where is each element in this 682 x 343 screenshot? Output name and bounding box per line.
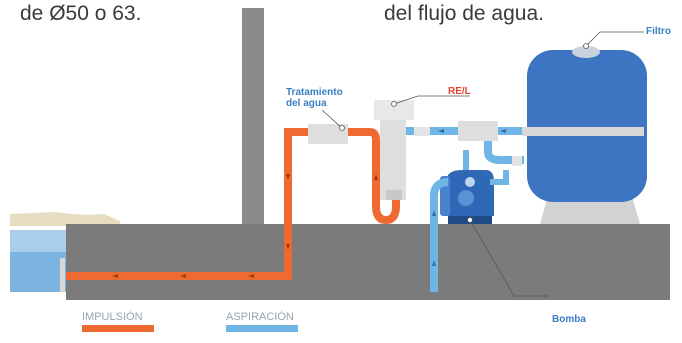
flow-arrow [438,129,444,133]
flow-arrow [286,174,290,180]
suction-pipe-vertical [430,178,449,292]
pool-water-surface [10,230,66,252]
suction-pipe-filter-loop [484,136,524,164]
pool-wall [60,258,65,292]
suction-pipe-filter-to-pump [490,170,509,185]
filter-lid [572,46,600,58]
wall-column [242,8,264,226]
leader-dot-tratamiento [339,125,345,131]
legend-aspiracion-swatch [226,325,298,332]
impulsion-pipe [66,128,400,280]
ground-slab [66,224,670,300]
label-bomba: Bomba [552,314,586,325]
flow-arrow [248,274,254,278]
pool-deck [10,212,120,226]
legend-aspiracion-label: ASPIRACIÓN [226,311,294,323]
pump-gauge [465,177,475,187]
caption-left: de Ø50 o 63. [20,2,142,25]
filter-tank [527,50,647,202]
leader-dot-bomba [467,217,473,223]
leader-filtro [585,31,644,47]
flow-arrow [286,244,290,250]
flow-arrow [374,174,378,180]
label-tratamiento-line2: del agua [286,98,327,109]
flow-arrow [500,129,506,133]
label-tratamiento-line1: Tratamiento [286,87,343,98]
filter-stand [540,196,640,224]
filter-outlet [522,127,644,136]
rel-connector [414,127,430,136]
caption-right: del flujo de agua. [384,2,544,25]
flow-arrows [112,129,506,278]
valve-block [458,121,498,141]
leader-dot-rel [391,101,397,107]
leader-dot-filtro [583,43,589,49]
flow-arrow [432,260,436,266]
leader-tratamiento [321,109,343,129]
legend-impulsion-label: IMPULSIÓN [82,311,143,323]
label-rel: RE/L [448,86,471,97]
rel-coupler [386,190,402,200]
leader-bomba [469,219,548,297]
flow-arrow [112,274,118,278]
leader-lines [321,31,644,297]
label-filtro: Filtro [646,26,671,37]
flow-arrow [180,274,186,278]
valve-coupler-right [512,156,522,166]
rel-unit-top [374,100,414,120]
treatment-unit [308,124,348,144]
leader-rel [393,95,470,105]
flow-arrow [432,210,436,216]
legend-impulsion-swatch [82,325,154,332]
pump-fan-hub [458,190,474,206]
